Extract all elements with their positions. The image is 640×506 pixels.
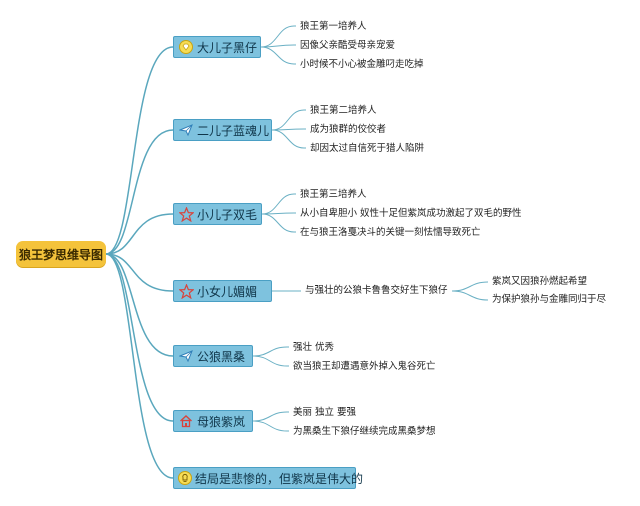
leaf-connector	[261, 213, 295, 233]
leaf-text: 小时候不小心被金雕叼走吃掉	[300, 59, 424, 70]
subleaf-text: 为保护狼孙与金雕同归于尽	[492, 294, 607, 305]
leaf-connector	[252, 411, 288, 422]
branch-connector	[105, 253, 174, 479]
leaf-connector	[261, 193, 295, 215]
branch-topic-label: 母狼紫岚	[197, 414, 246, 429]
leaf-connector	[271, 109, 305, 131]
leaf-text: 因像父亲酷受母亲宠爱	[300, 40, 396, 51]
leaf-text: 狼王第三培养人	[300, 189, 367, 200]
leaf-connector	[271, 129, 305, 149]
star-icon	[178, 206, 194, 222]
leaf-connector	[260, 46, 295, 65]
branch-connector	[105, 46, 174, 255]
leaf-text: 狼王第二培养人	[310, 105, 377, 116]
branch-topic-heisang[interactable]: 公狼黑桑	[173, 345, 253, 367]
branch-topic-label: 大儿子黑仔	[197, 40, 258, 55]
diamond-icon	[178, 39, 194, 55]
branch-connector	[105, 253, 174, 422]
branch-connector	[105, 213, 174, 255]
leaf-connector	[252, 346, 288, 357]
branch-topic-label: 小女儿媚媚	[197, 284, 258, 299]
lightbulb-icon	[178, 470, 192, 486]
branch-topic-label: 公狼黑桑	[197, 349, 246, 364]
leaf-text: 从小自卑胆小 奴性十足但紫岚成功激起了双毛的野性	[300, 208, 522, 219]
leaf-connector	[260, 25, 295, 48]
subleaf-text: 紫岚又因狼孙燃起希望	[492, 276, 588, 287]
subleaf-connector	[451, 290, 489, 301]
leaf-text: 美丽 独立 要强	[293, 407, 357, 418]
branch-topic-shuangmao[interactable]: 小儿子双毛	[173, 203, 262, 225]
branch-topic-ending[interactable]: 结局是悲惨的，但紫岚是伟大的	[173, 467, 363, 489]
leaf-text: 狼王第一培养人	[300, 21, 367, 32]
branch-connector	[105, 129, 174, 255]
branch-topic-label: 小儿子双毛	[197, 207, 258, 222]
branch-connector	[105, 253, 174, 292]
branch-connector	[105, 253, 174, 357]
branch-topic-lanhun[interactable]: 二儿子蓝魂儿	[173, 119, 272, 141]
root-topic[interactable]: 狼王梦思维导图	[16, 241, 106, 267]
leaf-text: 却因太过自信死于猎人陷阱	[310, 143, 425, 154]
house-icon	[178, 413, 194, 429]
leaf-text: 为黑桑生下狼仔继续完成黑桑梦想	[293, 426, 436, 437]
branch-topic-meimei[interactable]: 小女儿媚媚	[173, 280, 272, 302]
paper-plane-icon	[178, 122, 194, 138]
leaf-text: 强壮 优秀	[293, 342, 335, 353]
leaf-text: 欲当狼王却遭遇意外掉入鬼谷死亡	[293, 361, 436, 372]
branch-topic-label: 结局是悲惨的，但紫岚是伟大的	[195, 471, 364, 486]
subleaf-connector	[451, 281, 489, 292]
paper-plane-icon	[178, 348, 194, 364]
root-topic-label: 狼王梦思维导图	[18, 247, 103, 262]
leaf-connector	[252, 420, 288, 432]
leaf-connector	[252, 355, 288, 367]
star-icon	[178, 283, 194, 299]
branch-topic-zilan[interactable]: 母狼紫岚	[173, 410, 253, 432]
branch-topic-label: 二儿子蓝魂儿	[197, 123, 270, 138]
leaf-text: 与强壮的公狼卡鲁鲁交好生下狼仔	[305, 285, 448, 296]
branch-topic-heizai[interactable]: 大儿子黑仔	[173, 36, 261, 58]
leaf-text: 在与狼王洛戛决斗的关键一刻怯懦导致死亡	[300, 227, 481, 238]
leaf-text: 成为狼群的佼佼者	[310, 124, 387, 135]
